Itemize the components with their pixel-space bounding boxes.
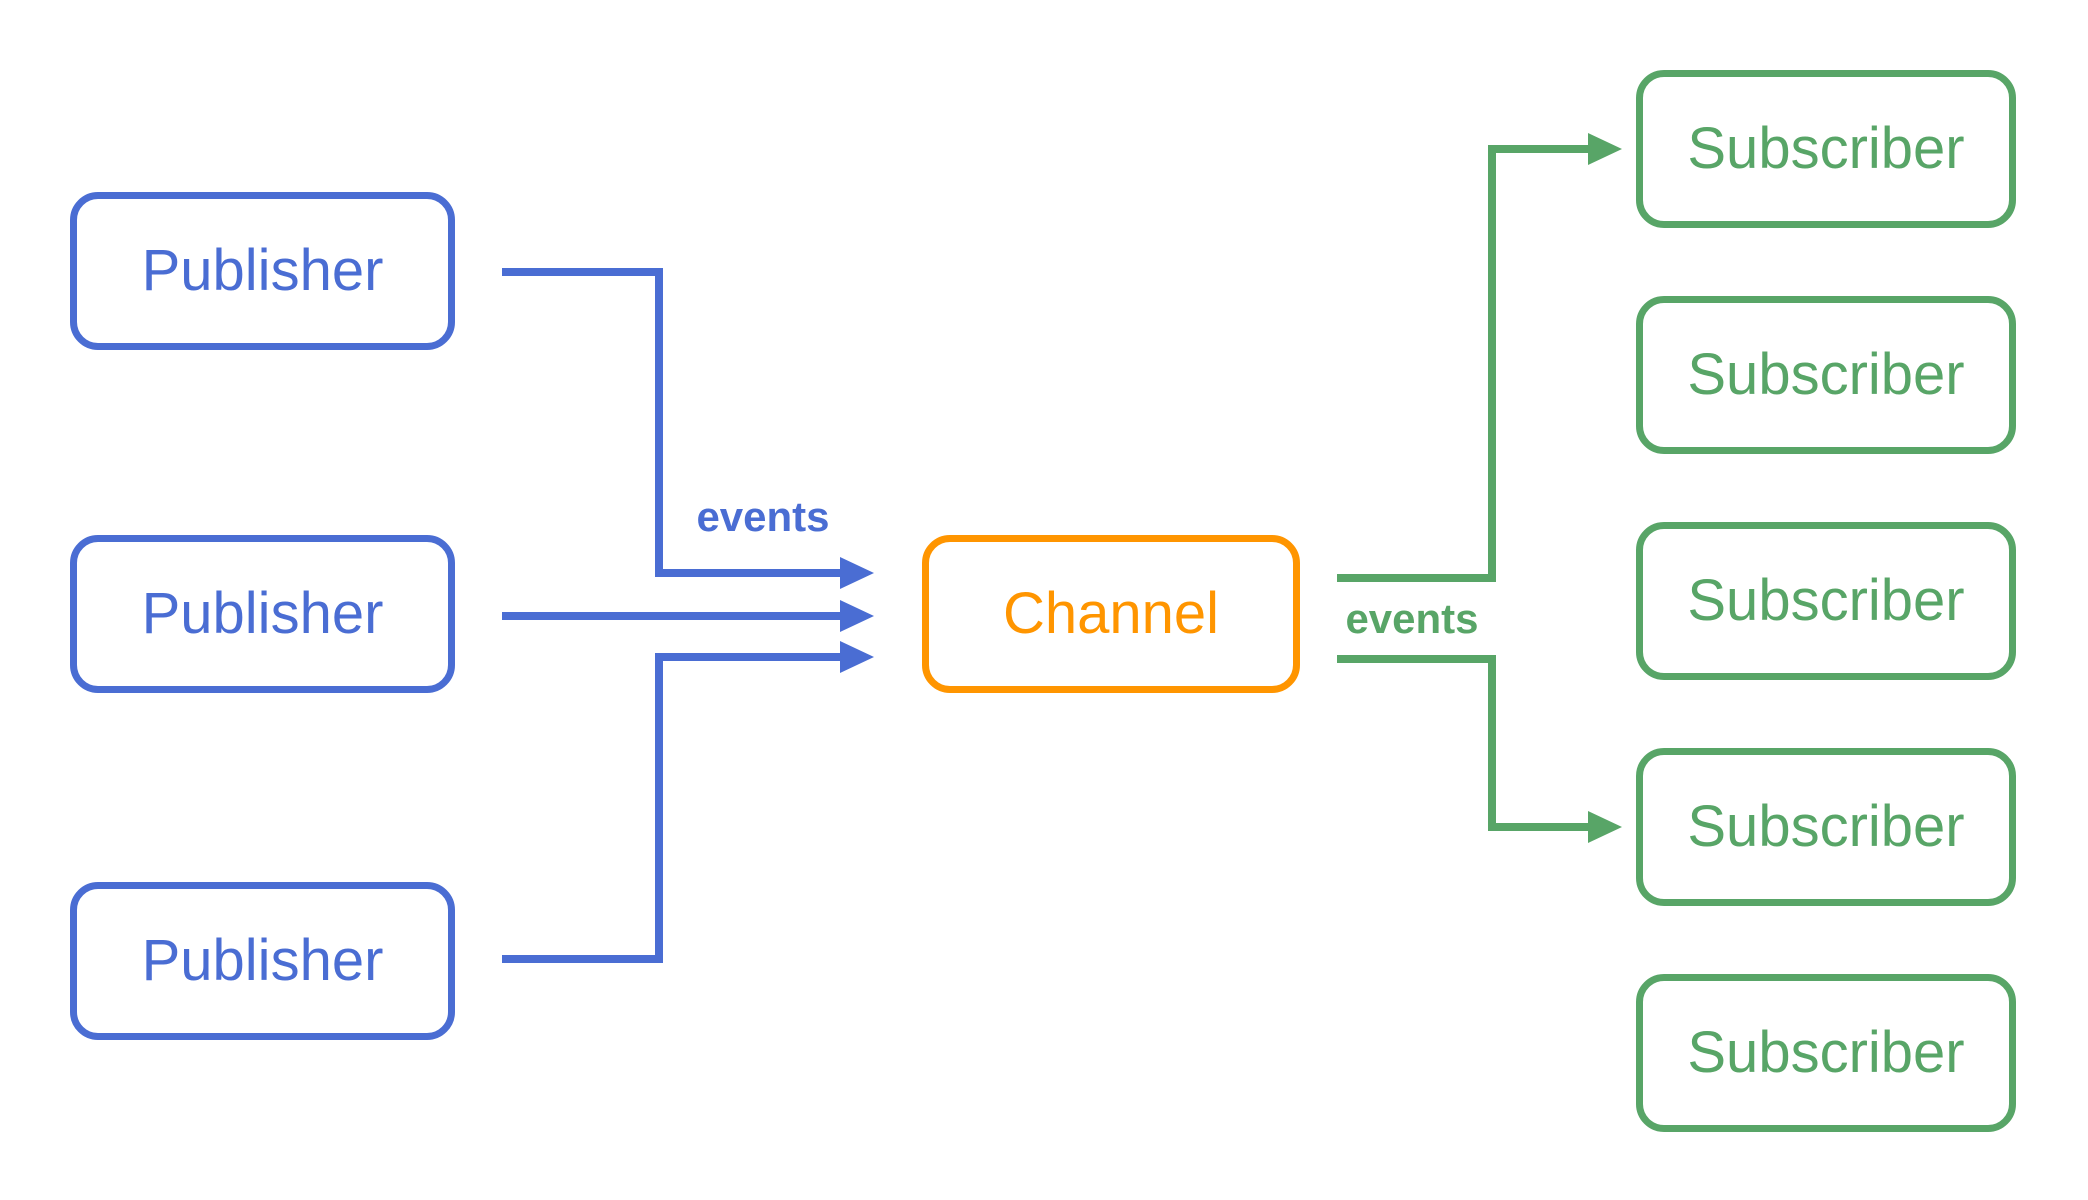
channel-to-subscriber-edges — [1337, 133, 1622, 843]
edge-channel-to-subscriber4 — [1337, 655, 1590, 831]
arrowhead-icon — [840, 600, 874, 632]
publisher-node-2: Publisher — [70, 535, 455, 693]
subscriber-node-3: Subscriber — [1636, 522, 2016, 680]
subscriber-node-2: Subscriber — [1636, 296, 2016, 454]
subscribe-events-label: events — [1345, 595, 1479, 642]
subscriber-node-4: Subscriber — [1636, 748, 2016, 906]
arrowhead-icon — [1588, 133, 1622, 165]
edge-publisher3-to-channel — [502, 653, 843, 963]
arrowhead-icon — [840, 641, 874, 673]
publisher-to-channel-edges — [502, 268, 874, 963]
subscriber-node-1: Subscriber — [1636, 70, 2016, 228]
channel-node: Channel — [922, 535, 1300, 693]
publish-events-label: events — [696, 493, 830, 540]
edge-channel-to-subscriber1 — [1337, 145, 1590, 582]
publisher-node-1: Publisher — [70, 192, 455, 350]
subscriber-node-5: Subscriber — [1636, 974, 2016, 1132]
arrowhead-icon — [840, 557, 874, 589]
publisher-node-3: Publisher — [70, 882, 455, 1040]
edge-publisher1-to-channel — [502, 268, 843, 577]
arrowhead-icon — [1588, 811, 1622, 843]
